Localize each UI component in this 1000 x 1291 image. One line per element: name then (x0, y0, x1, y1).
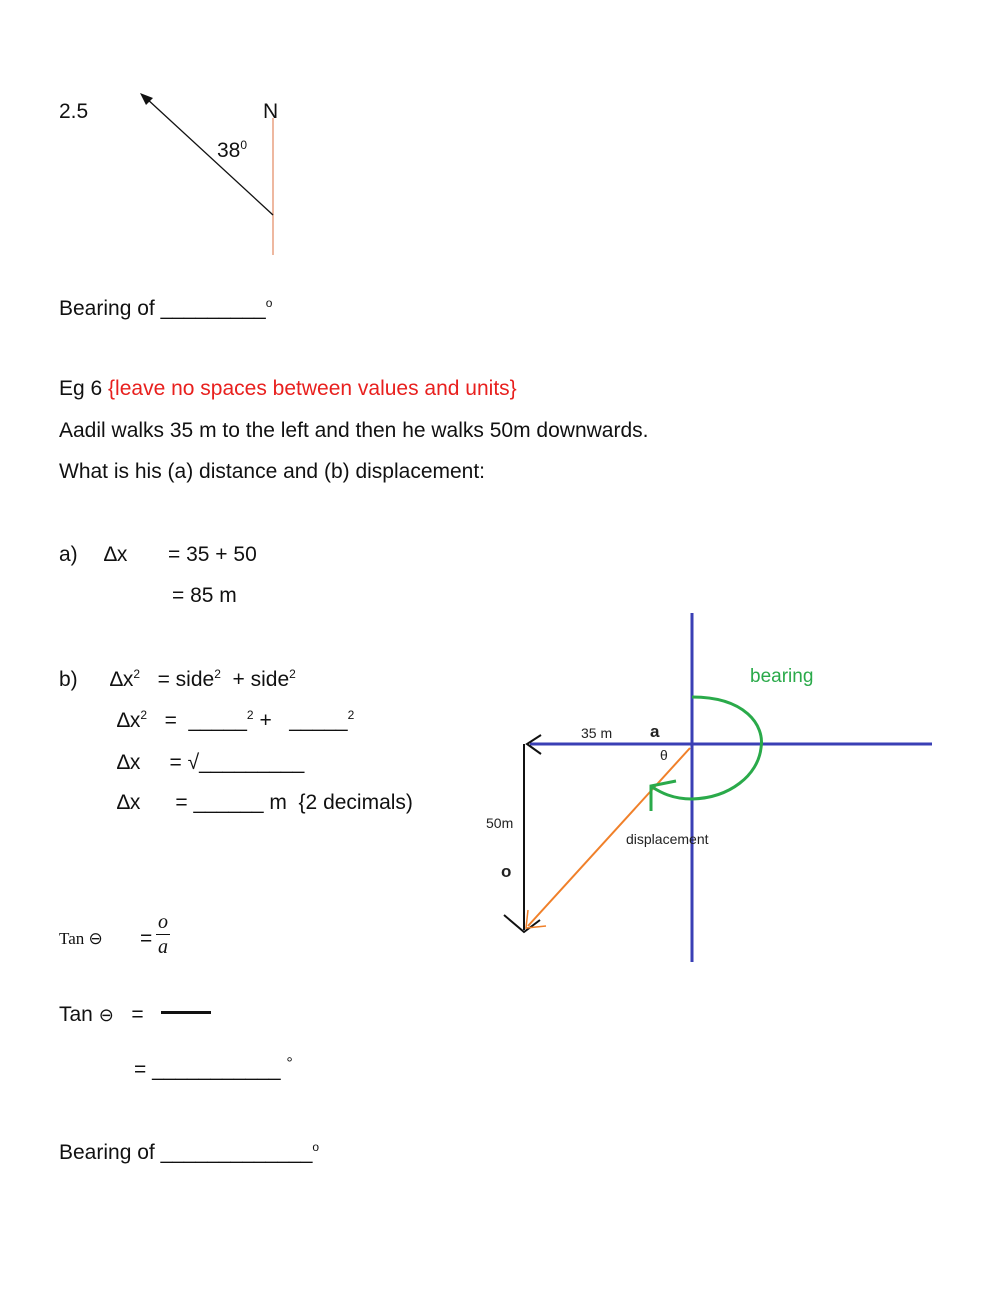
tan-row2: Tan ⊖ = (59, 1003, 144, 1026)
tan-row3[interactable]: = ___________ ° (134, 1055, 293, 1082)
label-theta: θ (660, 747, 668, 763)
example-heading: Eg 6 {leave no spaces between values and… (59, 377, 517, 400)
label-displacement: displacement (626, 831, 709, 847)
part-a-eq1: = 35 + 50 (168, 543, 257, 566)
bearing-answer-2-5[interactable]: Bearing of _________o (59, 296, 273, 320)
fraction-bar-blank[interactable] (161, 1011, 211, 1014)
part-b-row4[interactable]: ∆x = ______ m {2 decimals) (117, 791, 413, 814)
part-a-eq2: = 85 m (172, 584, 237, 607)
direction-arrow (145, 97, 274, 216)
bearing-arc (651, 695, 763, 801)
north-label: N (263, 100, 279, 123)
part-b-row2[interactable]: ∆x2 = _____2 + _____2 (117, 708, 355, 732)
bearing-diagram-2-5 (140, 93, 274, 255)
down-arrow-icon (503, 914, 541, 934)
part-a-var: ∆x (104, 543, 128, 566)
part-a-label: a) (59, 543, 78, 566)
final-bearing-answer[interactable]: Bearing of _____________o (59, 1140, 320, 1164)
label-opposite: o (501, 862, 512, 881)
part-b-row3[interactable]: ∆x = √_________ (117, 751, 305, 774)
tan-formula-eq: = (140, 927, 153, 950)
tan-formula-label: Tan ⊖ (59, 929, 103, 948)
angle-label: 380 (217, 138, 248, 162)
arrow-head-icon (140, 93, 153, 105)
bearing-arrow-icon (649, 779, 677, 811)
label-bearing: bearing (750, 666, 814, 687)
left-arrow-icon (525, 734, 542, 755)
label-50m: 50m (486, 815, 514, 831)
part-b-row1: ∆x2 = side2 + side2 (110, 667, 296, 691)
label-35m: 35 m (581, 725, 613, 741)
displacement-arrow-icon (525, 909, 547, 929)
instruction-note: {leave no spaces between values and unit… (108, 377, 517, 400)
problem-line-1: Aadil walks 35 m to the left and then he… (59, 419, 649, 442)
part-b-label: b) (59, 668, 78, 691)
problem-line-2: What is his (a) distance and (b) displac… (59, 460, 486, 483)
question-number: 2.5 (59, 100, 89, 123)
label-adjacent: a (650, 722, 660, 741)
